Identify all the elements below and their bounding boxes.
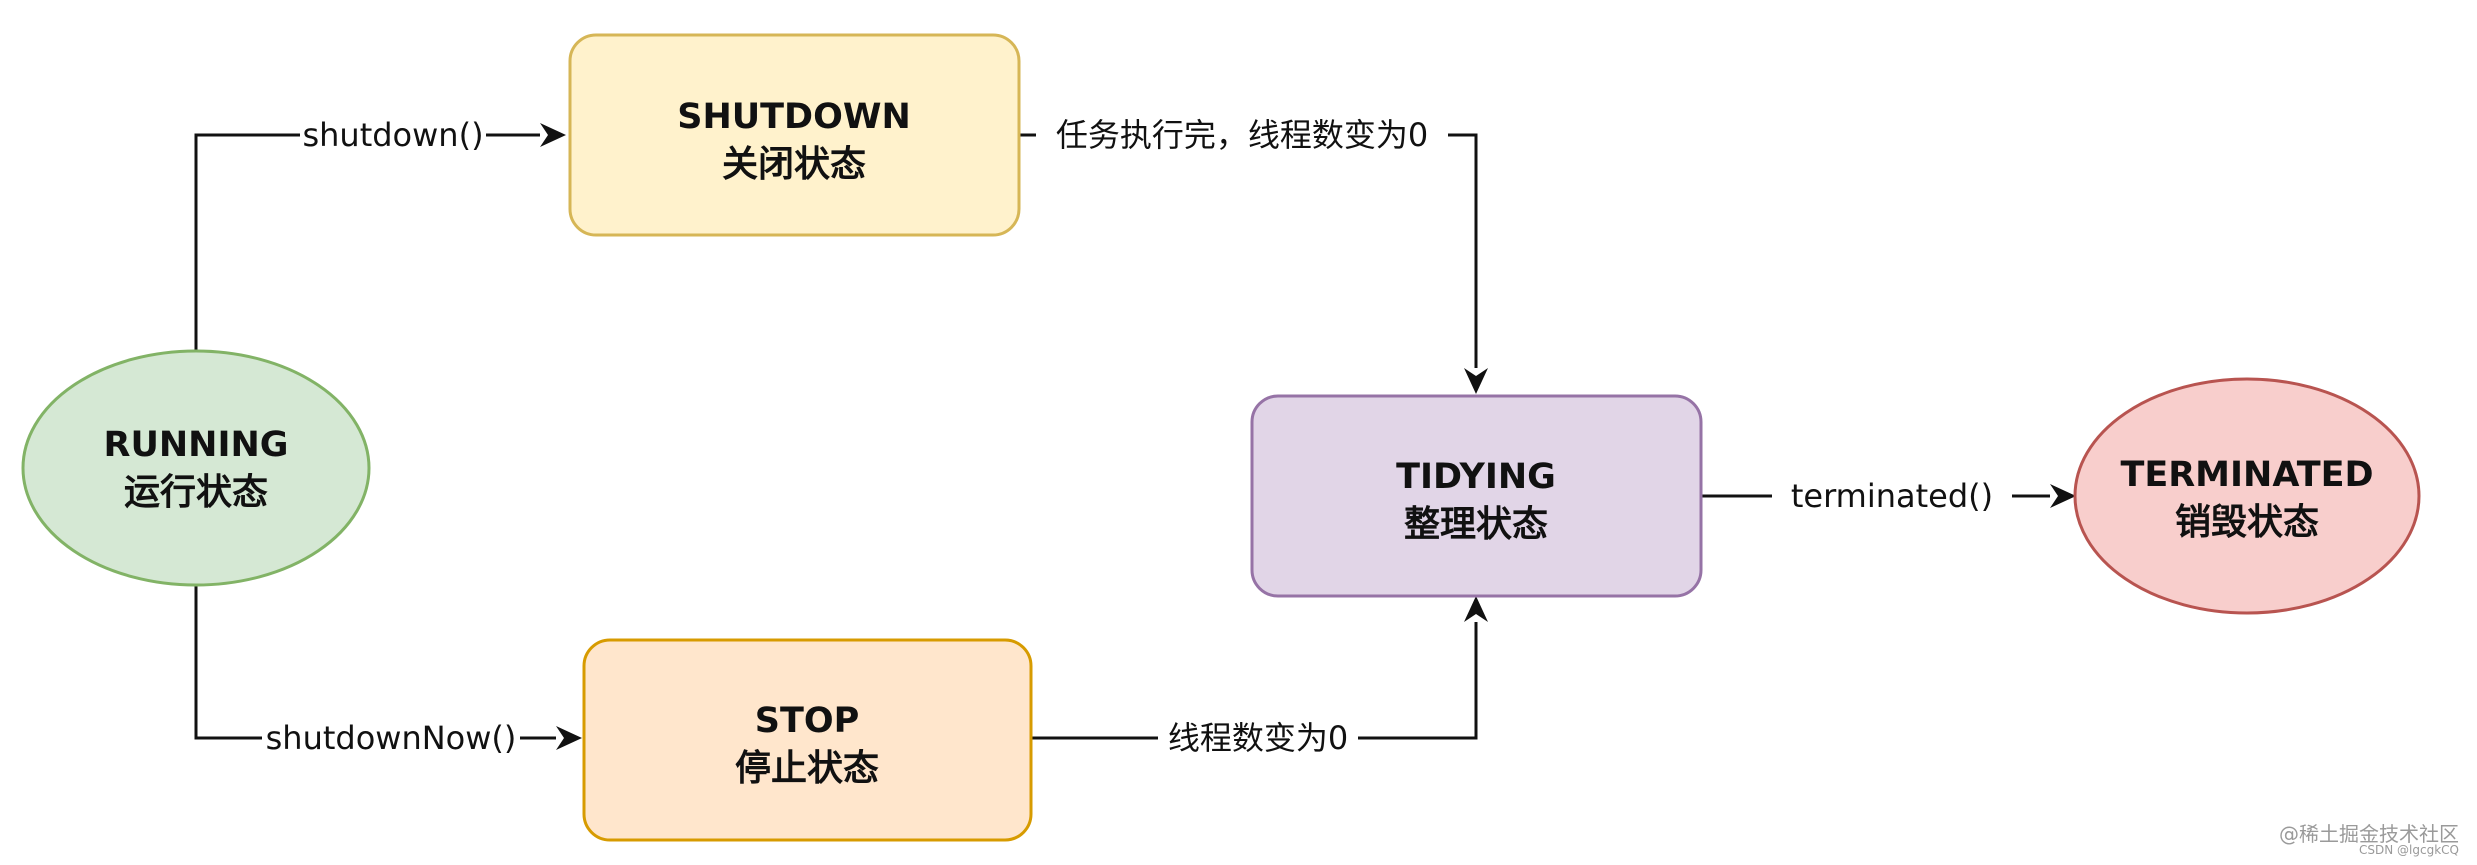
edge-label-bg	[1036, 114, 1448, 156]
node-running: RUNNING 运行状态	[21, 349, 371, 587]
edge-stop-to-tidying: 线程数变为0	[1031, 596, 1488, 759]
node-running-shape	[21, 349, 371, 587]
node-terminated: TERMINATED 销毁状态	[2073, 377, 2421, 615]
node-shutdown: SHUTDOWN 关闭状态	[568, 33, 1021, 237]
node-stop: STOP 停止状态	[582, 638, 1033, 842]
edge-label-bg	[1158, 717, 1358, 759]
node-stop-title: STOP	[755, 701, 860, 741]
node-tidying-subtitle: 整理状态	[1404, 504, 1548, 545]
edge-label-shutdown-now: shutdownNow()	[266, 719, 517, 757]
node-terminated-title: TERMINATED	[2120, 455, 2373, 495]
edge-line	[194, 585, 556, 740]
node-stop-shape	[582, 638, 1033, 842]
arrowhead-icon	[556, 726, 582, 750]
node-stop-subtitle: 停止状态	[735, 748, 879, 789]
edge-label-terminated: terminated()	[1791, 477, 1993, 515]
edge-label-bg	[300, 114, 486, 156]
node-tidying: TIDYING 整理状态	[1250, 394, 1703, 598]
edge-line	[1019, 133, 1478, 368]
node-shutdown-subtitle: 关闭状态	[722, 144, 866, 185]
arrowhead-icon	[540, 123, 566, 147]
edge-running-to-shutdown: shutdown()	[194, 114, 566, 351]
edge-label-tasks-done: 任务执行完，线程数变为0	[1056, 116, 1428, 154]
edge-tidying-to-terminated: terminated()	[1701, 475, 2076, 517]
edge-label-shutdown: shutdown()	[302, 116, 483, 154]
edge-running-to-stop: shutdownNow()	[194, 585, 582, 759]
node-running-subtitle: 运行状态	[124, 472, 268, 513]
edge-line	[194, 133, 540, 351]
arrowhead-icon	[1464, 596, 1488, 622]
watermark-sub: CSDN @lgcgkCQ	[2359, 843, 2459, 857]
watermark-main: @稀土掘金技术社区	[2279, 822, 2459, 846]
node-running-title: RUNNING	[104, 425, 289, 465]
edge-shutdown-to-tidying: 任务执行完，线程数变为0	[1019, 114, 1488, 394]
edge-label-bg	[262, 717, 520, 759]
arrowhead-icon	[2050, 484, 2076, 508]
node-tidying-title: TIDYING	[1396, 457, 1556, 497]
node-terminated-shape	[2073, 377, 2421, 615]
node-terminated-subtitle: 销毁状态	[2175, 502, 2319, 543]
node-shutdown-title: SHUTDOWN	[677, 97, 911, 137]
edge-label-bg	[1772, 475, 2012, 517]
node-tidying-shape	[1250, 394, 1703, 598]
edge-label-threads-zero: 线程数变为0	[1168, 719, 1348, 757]
node-shutdown-shape	[568, 33, 1021, 237]
arrowhead-icon	[1464, 368, 1488, 394]
